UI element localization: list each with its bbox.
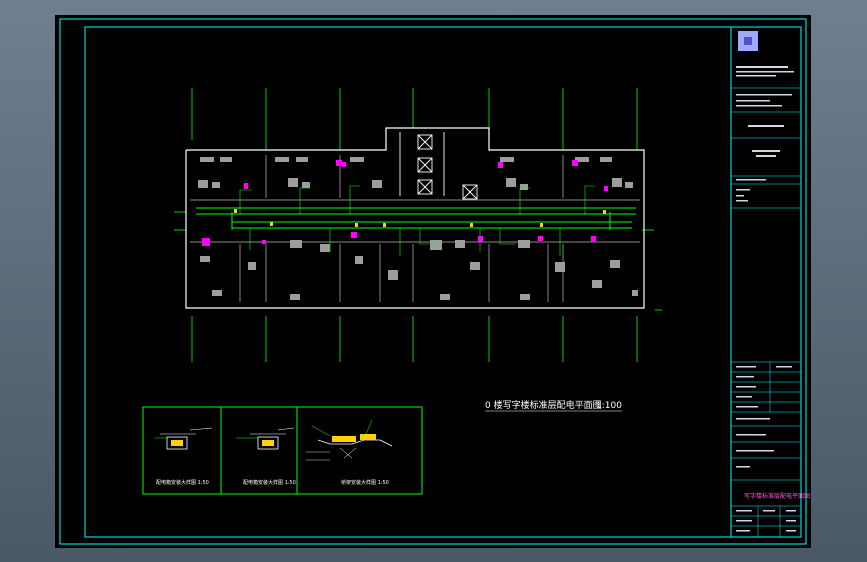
main-drawing-title: 0 楼写字楼标准层配电平面图 (485, 399, 602, 411)
detail-2-caption: 配电箱安装大样图 1:50 (243, 479, 296, 486)
cable-tray (196, 207, 636, 230)
title-block-drawing-name: 写字楼标准层配电平面图 (744, 492, 810, 500)
detail-2 (236, 427, 295, 450)
detail-1-caption: 配电箱安装大样图 1:50 (156, 479, 209, 486)
tray-fittings (234, 209, 606, 227)
inner-frame (84, 26, 802, 538)
branch-circuits (239, 185, 595, 256)
building-outline (185, 127, 645, 309)
main-drawing-scale: 1:100 (596, 401, 622, 411)
detail-3 (306, 419, 393, 461)
detail-3-caption: 桥架安装大样图 1:50 (341, 479, 389, 486)
elevator-core (399, 132, 478, 200)
furniture-symbols (198, 157, 638, 300)
drawing-sheet (55, 15, 811, 548)
detail-1 (155, 427, 213, 450)
distribution-panels (202, 160, 608, 246)
title-block: 写字楼标准层配电平面图 (731, 31, 810, 537)
detail-panels (142, 406, 423, 495)
outer-frame (59, 18, 807, 545)
